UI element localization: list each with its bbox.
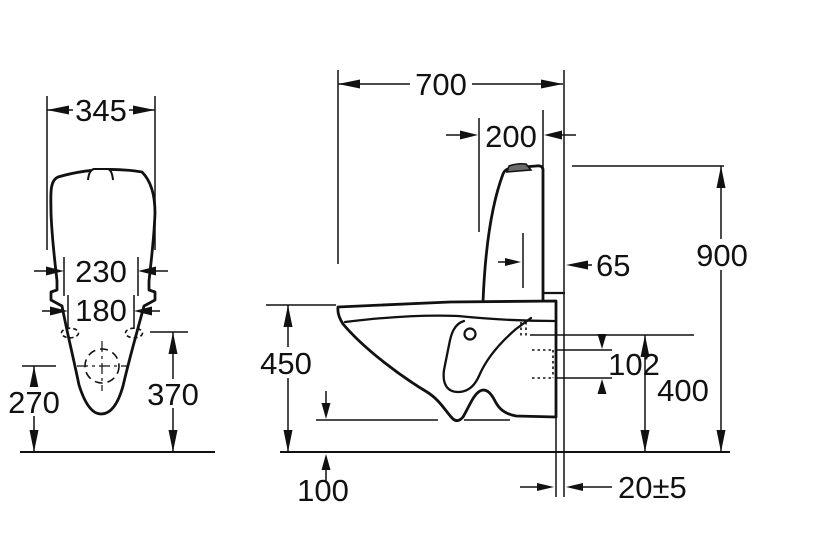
dimension-102: 102 <box>556 334 660 394</box>
arrowhead <box>544 130 562 140</box>
dim-label-20-5: 20±5 <box>618 470 687 505</box>
fixing-hole-left <box>60 327 80 339</box>
dim-label-345: 345 <box>75 93 127 128</box>
cistern-outline <box>481 164 545 303</box>
dim-label-700: 700 <box>415 67 467 102</box>
dimension-345: 345 <box>46 93 156 250</box>
dim-label-65: 65 <box>596 248 630 283</box>
arrowhead <box>321 403 331 419</box>
dimension-370: 370 <box>147 331 199 452</box>
flush-button-side <box>505 163 533 173</box>
arrowhead <box>597 379 607 394</box>
dimension-270: 270 <box>8 365 60 452</box>
flush-pipe-marker <box>498 233 524 288</box>
arrowhead <box>168 430 178 452</box>
dimension-700: 700 <box>337 67 563 264</box>
label-mask <box>694 239 749 270</box>
arrowhead <box>168 332 178 354</box>
arrowhead <box>321 454 331 470</box>
arrowhead <box>50 306 68 316</box>
dim-label-370: 370 <box>147 377 199 412</box>
dim-label-450: 450 <box>260 346 312 381</box>
arrowhead <box>640 335 650 357</box>
rim-hole <box>463 327 477 341</box>
dimension-20-5: 20±5 <box>520 470 687 505</box>
dim-label-900: 900 <box>696 238 748 273</box>
arrowhead <box>338 79 360 89</box>
arrowhead <box>133 105 155 115</box>
flush-button-front <box>87 168 114 181</box>
dimension-200: 200 <box>446 110 576 232</box>
rim-bottom-line <box>343 314 556 324</box>
dimension-65: 65 <box>566 248 630 283</box>
dim-label-102: 102 <box>608 347 660 382</box>
arrowhead <box>134 306 152 316</box>
dimension-400: 400 <box>530 334 709 452</box>
arrowhead <box>138 266 156 276</box>
arrowhead <box>716 430 726 452</box>
dimension-230: 230 <box>34 254 168 296</box>
arrowhead <box>537 483 554 491</box>
front-view: 345 230 180 270 <box>8 93 215 453</box>
label-mask <box>259 347 314 378</box>
arrowhead <box>541 79 563 89</box>
arrowhead <box>47 105 69 115</box>
arrowhead <box>716 166 726 188</box>
side-view: 700 200 65 <box>259 67 749 508</box>
arrowhead <box>566 260 588 270</box>
arrowhead <box>460 130 478 140</box>
dimension-450: 450 <box>259 304 336 452</box>
dimension-100: 100 <box>297 391 510 508</box>
label-mask <box>11 387 58 416</box>
dim-label-270: 270 <box>8 385 60 420</box>
arrowhead <box>283 430 293 452</box>
arrowhead <box>29 366 39 388</box>
dim-label-400: 400 <box>657 373 709 408</box>
label-mask <box>150 379 197 408</box>
arrowhead <box>505 258 521 266</box>
trap-inner-line <box>442 316 533 394</box>
arrowhead <box>283 305 293 327</box>
arrowhead <box>597 334 607 349</box>
dim-label-230: 230 <box>75 254 127 289</box>
dimension-900: 900 <box>572 165 749 452</box>
arrowhead <box>566 483 583 491</box>
arrowhead <box>640 430 650 452</box>
dim-label-200: 200 <box>485 119 537 154</box>
dimension-180: 180 <box>42 293 160 329</box>
front-outline <box>49 168 157 416</box>
dim-label-100: 100 <box>297 473 349 508</box>
dim-label-180: 180 <box>75 293 127 328</box>
arrowhead <box>29 430 39 452</box>
arrowhead <box>46 266 64 276</box>
